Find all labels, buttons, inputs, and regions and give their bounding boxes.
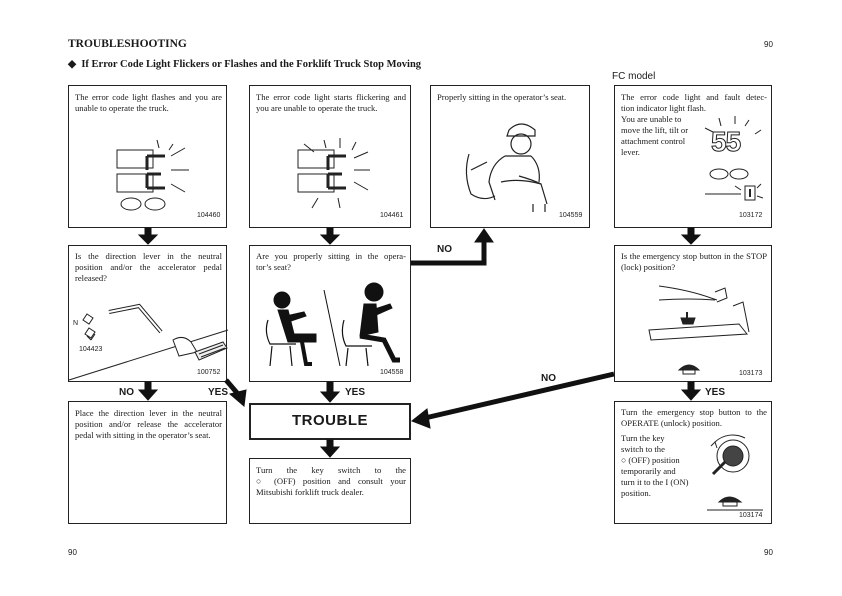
emergency-stop-press-illustration bbox=[648, 285, 750, 375]
trouble-label: TROUBLE bbox=[292, 412, 368, 429]
figure-code-lever: 104423 bbox=[79, 346, 103, 353]
box-error-flicker: The error code light starts flickering a… bbox=[249, 85, 411, 228]
box-seat-check-line1: Are you properly sitting in the opera- bbox=[256, 251, 406, 261]
page-number-top: 90 bbox=[764, 40, 773, 49]
figure-code: 104460 bbox=[197, 212, 221, 219]
arrow-down-2 bbox=[319, 227, 341, 245]
box-unlock-line6: position. bbox=[621, 488, 651, 498]
page-number-bottom-left: 90 bbox=[68, 548, 77, 557]
arrow-yes-diagonal bbox=[224, 378, 247, 407]
box-consult-line2: ○ (OFF) position and consult your bbox=[256, 476, 406, 486]
fault-display-digits: 55 bbox=[710, 126, 741, 158]
box-fc-fault-line1: The error code light and fault detec- bbox=[621, 92, 767, 102]
box-fc-fault-line6: lever. bbox=[621, 147, 640, 157]
figure-code: 103174 bbox=[739, 512, 763, 519]
box-unlock-line1: Turn the key bbox=[621, 433, 665, 443]
box-error-flash: The error code light flashes and you are… bbox=[68, 85, 227, 228]
box-unlock-line3: ○ (OFF) position bbox=[621, 455, 680, 465]
no-label-left: NO bbox=[119, 387, 134, 398]
neutral-label: N bbox=[73, 320, 79, 327]
arrow-down-no-left bbox=[137, 381, 159, 401]
box-unlock-line4: temporarily and bbox=[621, 466, 676, 476]
yes-label-mid: YES bbox=[345, 387, 366, 398]
box-consult-line3: Mitsubishi forklift truck dealer. bbox=[256, 487, 364, 497]
arrow-down-4 bbox=[680, 227, 702, 245]
box-fc-fault-line3: You are unable to bbox=[621, 114, 682, 124]
box-proper-sitting-text: Properly sitting in the operator’s seat. bbox=[437, 92, 567, 102]
fault-indicator-illustration bbox=[704, 116, 764, 201]
yes-label-right: YES bbox=[705, 387, 726, 398]
box-proper-sitting: Properly sitting in the operator’s seat.… bbox=[430, 85, 590, 228]
flashing-display-illustration bbox=[116, 139, 189, 211]
box-error-flash-text: The error code light flashes and you are… bbox=[75, 92, 222, 113]
figure-code: 103172 bbox=[739, 212, 763, 219]
box-unlock-line5: turn it to the I (ON) bbox=[621, 477, 689, 487]
figure-code: 104461 bbox=[380, 212, 404, 219]
box-fc-fault-line4: move the lift, tilt or bbox=[621, 125, 689, 135]
figure-code-pedal: 100752 bbox=[197, 369, 221, 376]
subtitle-text: If Error Code Light Flickers or Flashes … bbox=[81, 59, 422, 70]
key-switch-illustration bbox=[707, 434, 763, 511]
figure-code: 103173 bbox=[739, 370, 763, 377]
box-consult-line1: Turn the key switch to the bbox=[256, 465, 406, 475]
box-consult-dealer: Turn the key switch to the ○ (OFF) posit… bbox=[249, 458, 411, 524]
box-place-lever-text: Place the direction lever in the neutral… bbox=[75, 408, 222, 440]
box-emergency-stop-text: Is the emergency stop button in the STOP… bbox=[621, 251, 767, 272]
box-direction-lever: Is the direction lever in the neutral po… bbox=[68, 245, 229, 382]
box-unlock-stop-text: Turn the emergency stop button to the OP… bbox=[621, 407, 767, 428]
arrow-down-1 bbox=[137, 227, 159, 245]
arrow-down-yes-mid bbox=[319, 381, 341, 403]
fc-model-label: FC model bbox=[612, 71, 656, 82]
arrow-down-trouble-consult bbox=[319, 439, 341, 458]
box-seat-check: Are you properly sitting in the opera- t… bbox=[249, 245, 411, 382]
arrow-down-yes-right bbox=[680, 381, 702, 401]
box-direction-lever-text: Is the direction lever in the neutral po… bbox=[75, 251, 222, 283]
box-fc-fault: The error code light and fault detec- ti… bbox=[614, 85, 772, 228]
section-title: TROUBLESHOOTING bbox=[68, 38, 187, 50]
box-fc-fault-line2: tion indicator light flash. bbox=[621, 103, 706, 113]
no-label-right: NO bbox=[541, 373, 556, 384]
box-emergency-stop: Is the emergency stop button in the STOP… bbox=[614, 245, 772, 382]
figure-code: 104559 bbox=[559, 212, 583, 219]
box-fc-fault-line5: attachment control bbox=[621, 136, 686, 146]
box-place-lever: Place the direction lever in the neutral… bbox=[68, 401, 227, 524]
yes-label-left: YES bbox=[208, 387, 229, 398]
box-unlock-line2: switch to the bbox=[621, 444, 665, 454]
box-unlock-stop: Turn the emergency stop button to the OP… bbox=[614, 401, 772, 524]
figure-code: 104558 bbox=[380, 369, 404, 376]
page-number-bottom-right: 90 bbox=[764, 548, 773, 557]
operator-seated-illustration bbox=[465, 123, 548, 212]
lever-and-pedal-illustration bbox=[68, 303, 229, 381]
flickering-display-illustration bbox=[297, 138, 370, 209]
box-error-flicker-text: The error code light starts flickering a… bbox=[256, 92, 406, 113]
arrow-no-up bbox=[411, 228, 494, 266]
arrow-no-long bbox=[411, 371, 615, 429]
seat-posture-illustration bbox=[265, 282, 400, 367]
box-seat-check-line2: tor’s seat? bbox=[256, 262, 291, 272]
subtitle: ◆ If Error Code Light Flickers or Flashe… bbox=[68, 58, 421, 70]
box-trouble: TROUBLE bbox=[249, 403, 411, 440]
diamond-bullet-icon: ◆ bbox=[68, 59, 77, 70]
no-label-top: NO bbox=[437, 244, 452, 255]
